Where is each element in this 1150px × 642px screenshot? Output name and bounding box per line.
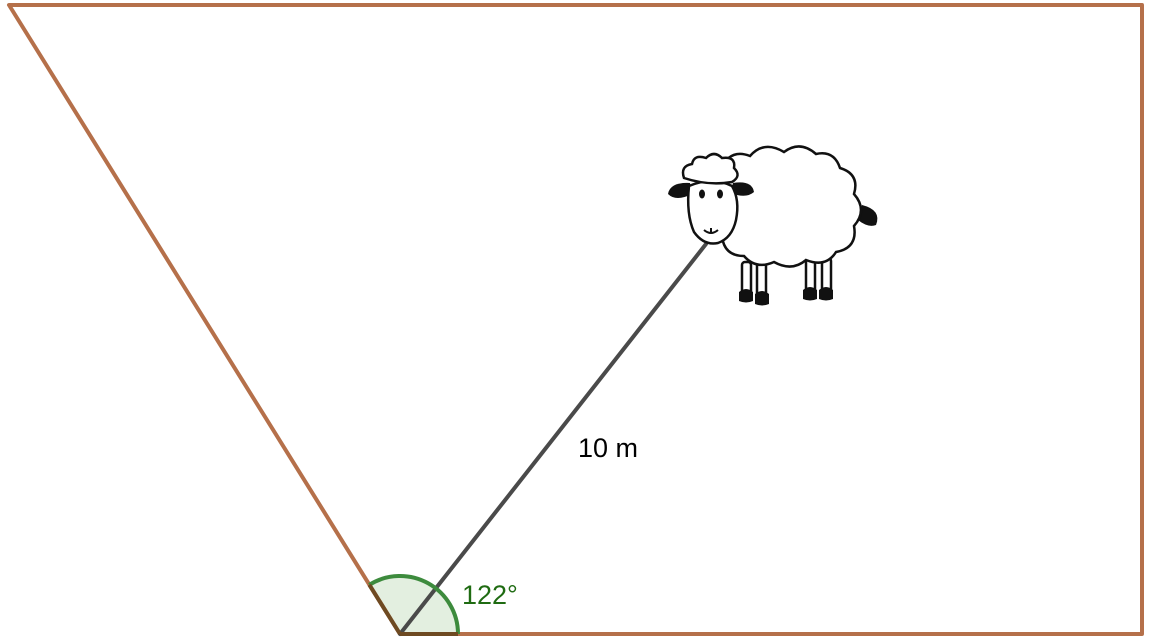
sheep-icon [668, 145, 878, 306]
angle-label: 122° [462, 580, 518, 610]
angle-arc [368, 574, 460, 635]
sheep-tuft [681, 152, 739, 185]
vertex-edge-left [367, 583, 402, 636]
field-boundary [7, 3, 1144, 636]
sheep-tail [858, 205, 878, 226]
sheep-hooves [739, 287, 833, 306]
rope-length-label: 10 m [578, 433, 638, 463]
sheep-mouth [703, 228, 719, 234]
sheep-left-eye [699, 189, 705, 199]
sheep-left-ear [668, 182, 692, 198]
sheep-right-eye [717, 189, 723, 199]
rope-line [398, 242, 708, 636]
sheep-head [686, 179, 739, 245]
sheep-right-ear [731, 182, 754, 196]
